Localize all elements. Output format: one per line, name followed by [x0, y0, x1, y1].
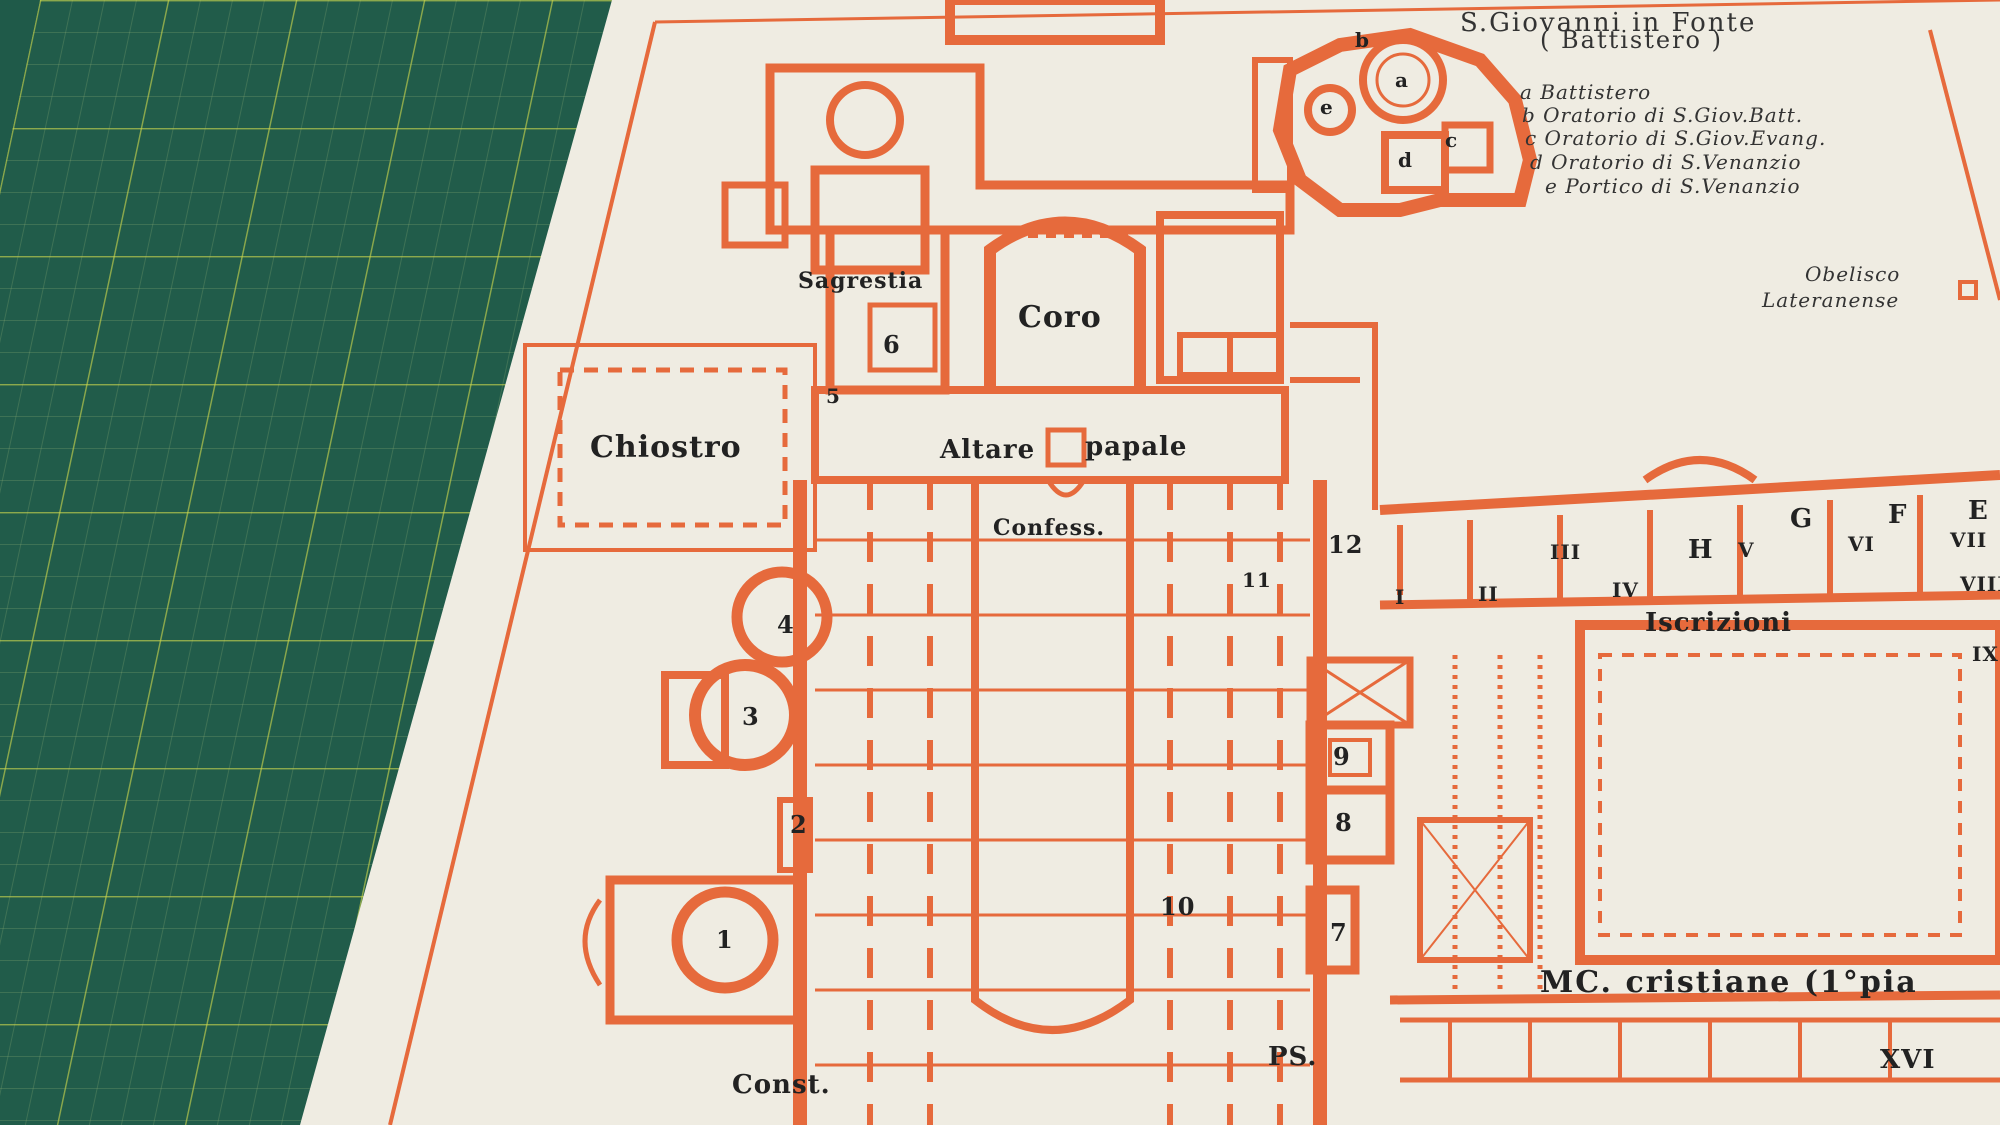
room-numeral-XVI: XVI: [1880, 1045, 1936, 1075]
chapel-number-7: 7: [1330, 918, 1348, 947]
basilica-nave: [793, 480, 1327, 1125]
room-numeral-III: III: [1550, 540, 1582, 564]
room-numeral-VII: VII: [1950, 528, 1988, 552]
baptistery: [1252, 27, 1538, 217]
baptistery-letter-e: e: [1320, 95, 1334, 119]
label-chiostro: Chiostro: [590, 430, 742, 465]
room-numeral-IV: IV: [1612, 578, 1639, 602]
chapel-number-3: 3: [742, 702, 760, 731]
chapel-number-5: 5: [826, 384, 841, 408]
label-mc-cristiane: MC. cristiane (1°pia: [1540, 965, 1918, 1000]
chapel-number-1: 1: [716, 925, 734, 954]
room-numeral-II: II: [1478, 582, 1499, 606]
legend-item-c: c Oratorio di S.Giov.Evang.: [1525, 126, 1827, 150]
left-chapels: [582, 566, 833, 1025]
label-ps: PS.: [1268, 1042, 1318, 1072]
chapel-number-9: 9: [1333, 742, 1351, 771]
legend-item-b: b Oratorio di S.Giov.Batt.: [1522, 103, 1804, 127]
legend-item-e: e Portico di S.Venanzio: [1545, 174, 1801, 198]
top-building: [945, 0, 1165, 45]
chapel-number-11: 11: [1242, 568, 1272, 592]
label-confess: Confess.: [993, 515, 1106, 541]
chapel-number-12: 12: [1328, 530, 1364, 559]
baptistery-letter-b: b: [1355, 28, 1370, 52]
legend-item-d: d Oratorio di S.Venanzio: [1530, 150, 1802, 174]
room-numeral-IX: IX: [1972, 642, 1999, 666]
baptistery-letter-c: c: [1445, 128, 1459, 152]
room-letter-E: E: [1968, 496, 1989, 526]
chapel-number-2: 2: [790, 810, 808, 839]
right-chapels: [1305, 656, 1414, 975]
room-letter-G: G: [1790, 504, 1814, 534]
label-papale: papale: [1085, 432, 1188, 462]
chapel-number-8: 8: [1335, 808, 1353, 837]
room-letter-F: F: [1888, 500, 1908, 530]
label-obelisco: Obelisco: [1805, 262, 1901, 286]
legend-item-a: a Battistero: [1520, 80, 1652, 104]
chapel-number-10: 10: [1160, 892, 1196, 921]
legend-subtitle: ( Battistero ): [1540, 26, 1723, 54]
room-numeral-I: I: [1395, 585, 1406, 609]
east-wing: [1290, 322, 2000, 1083]
baptistery-letter-a: a: [1395, 68, 1409, 92]
room-letter-H: H: [1688, 535, 1714, 565]
room-numeral-VI: VI: [1848, 532, 1875, 556]
obelisk-marker: [1958, 280, 1978, 300]
label-coro: Coro: [1018, 300, 1102, 335]
label-sagrestia: Sagrestia: [798, 268, 924, 294]
label-altare: Altare: [940, 435, 1036, 465]
label-lateranense: Lateranense: [1762, 288, 1900, 312]
legend-title: S.Giovanni in Fonte: [1460, 8, 1757, 38]
chapel-number-6: 6: [883, 330, 901, 359]
baptistery-letter-d: d: [1398, 148, 1413, 172]
chapel-number-4: 4: [777, 610, 795, 639]
label-iscrizioni: Iscrizioni: [1645, 608, 1792, 638]
room-numeral-V: V: [1738, 538, 1755, 562]
label-const: Const.: [732, 1070, 831, 1100]
